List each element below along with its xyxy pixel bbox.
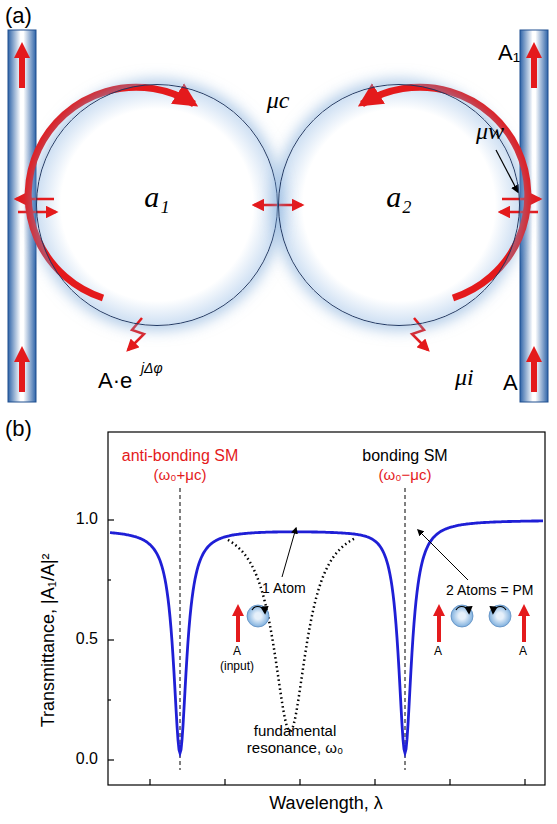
input-label: A [434,645,442,659]
propagation-arrow [14,42,542,392]
atom-icon [232,604,530,642]
curve-label: 2 Atoms = PM [446,582,534,598]
tick-label: 1.0 [76,510,98,528]
panel-label: (a) [5,3,32,28]
circulation-arrow [28,87,194,298]
resonance-marker [180,488,181,770]
circulation-arrow [362,87,528,298]
input-label: A [519,645,527,659]
resonance-marker [405,488,406,770]
axis-title: Transmittance, |A₁/A|² [38,553,59,727]
mode-label: anti-bonding SM [122,447,239,465]
ring-resonator: a₁ [36,84,278,326]
loss-arrow [412,318,428,350]
mode-label: bonding SM [362,447,447,465]
axis-ticks [108,520,525,785]
mode-frequency: (ω₀+μc) [154,466,207,483]
axis-title: Wavelength, λ [269,793,382,814]
input-label: A [233,645,241,659]
mode-frequency: (ω₀−μc) [379,466,432,483]
coupling-label: μw [476,118,504,146]
loss-arrow [128,318,144,350]
input-label: (input) [220,660,254,674]
ring-fill [37,85,277,325]
input-label: A·e [98,368,132,393]
leader-line [496,150,518,192]
single-ring-curve [228,538,356,731]
phase-label: jΔφ [141,360,163,376]
coupled-ring-curve [110,521,543,753]
resonance-label: fundamental resonance, ω₀ [230,722,360,757]
curve-label: 1 Atom [262,580,306,596]
input-label: A [503,370,518,395]
coupling-label: μc [267,87,290,115]
ring-label: a₁ [144,180,169,214]
tick-label: 0.0 [76,750,98,768]
tick-label: 0.5 [76,630,98,648]
loss-label: μi [455,364,474,392]
ring-fill [279,85,519,325]
panel-label: (b) [5,416,32,441]
ring-label: a₂ [386,180,411,214]
port-label: A₁ [498,40,520,65]
pointer-arrow [282,528,296,577]
pointer-arrow [418,530,468,580]
plot-frame [108,432,545,785]
